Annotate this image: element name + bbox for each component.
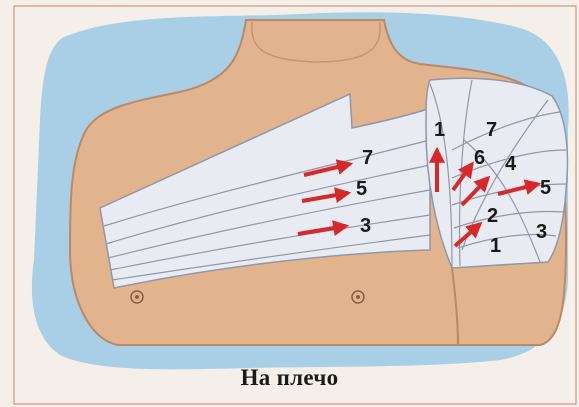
chest-number-3: 3 <box>360 215 371 237</box>
shoulder-number-1-top: 1 <box>434 119 445 141</box>
shoulder-number-4: 4 <box>505 153 517 175</box>
shoulder-number-6: 6 <box>474 147 485 169</box>
caption: На плечо <box>0 365 579 391</box>
chest-number-7: 7 <box>362 147 373 169</box>
shoulder-number-7: 7 <box>486 119 497 141</box>
shoulder-number-3: 3 <box>536 221 547 243</box>
shoulder-number-5: 5 <box>540 177 551 199</box>
shoulder-number-1-bottom: 1 <box>490 235 501 257</box>
chest-number-5: 5 <box>356 178 367 200</box>
shoulder-number-2: 2 <box>487 205 498 227</box>
